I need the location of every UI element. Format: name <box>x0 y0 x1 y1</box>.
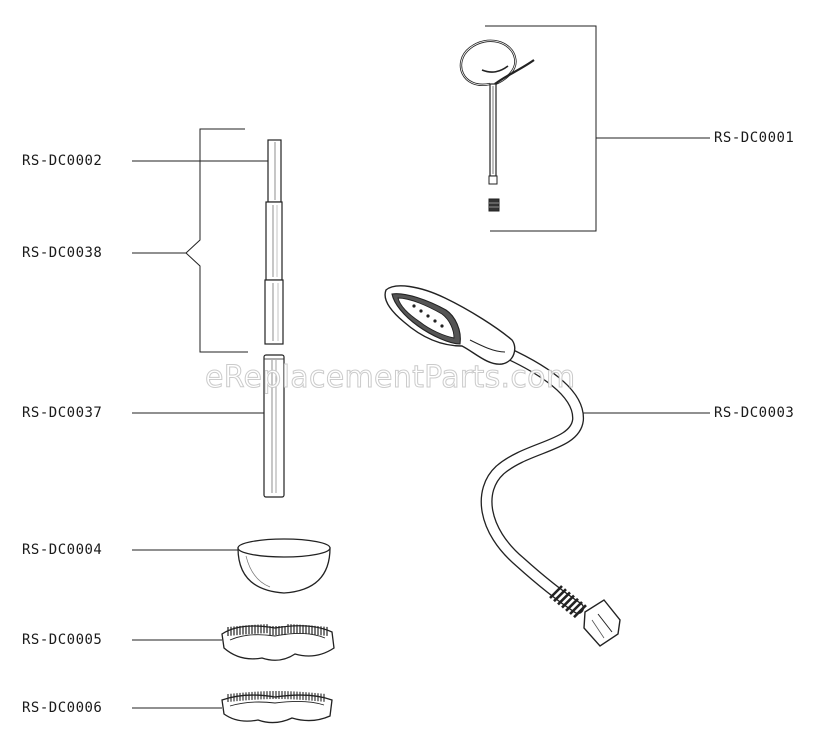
bracket-dc0001 <box>485 25 597 232</box>
part-label-dc0038[interactable]: RS-DC0038 <box>22 245 103 261</box>
part-label-dc0037[interactable]: RS-DC0037 <box>22 405 103 421</box>
steam-head-hose <box>384 285 621 647</box>
pole-top-segment <box>267 139 282 203</box>
watermark-text: eReplacementParts.com <box>204 360 576 396</box>
part-label-dc0005[interactable]: RS-DC0005 <box>22 632 103 648</box>
part-label-dc0003[interactable]: RS-DC0003 <box>714 405 795 421</box>
cup-bowl <box>237 538 331 594</box>
leader-lines <box>132 137 710 709</box>
pole-middle-segment <box>264 201 284 345</box>
part-label-dc0001[interactable]: RS-DC0001 <box>714 130 795 146</box>
brush-ring-dc0005 <box>221 624 335 661</box>
part-label-dc0002[interactable]: RS-DC0002 <box>22 153 103 169</box>
bracket-dc0038 <box>185 128 248 353</box>
part-label-dc0004[interactable]: RS-DC0004 <box>22 542 103 558</box>
brush-ring-dc0006 <box>221 691 333 724</box>
garment-hanger-hook <box>459 39 535 212</box>
part-label-dc0006[interactable]: RS-DC0006 <box>22 700 103 716</box>
pole-bottom-segment <box>263 354 285 498</box>
